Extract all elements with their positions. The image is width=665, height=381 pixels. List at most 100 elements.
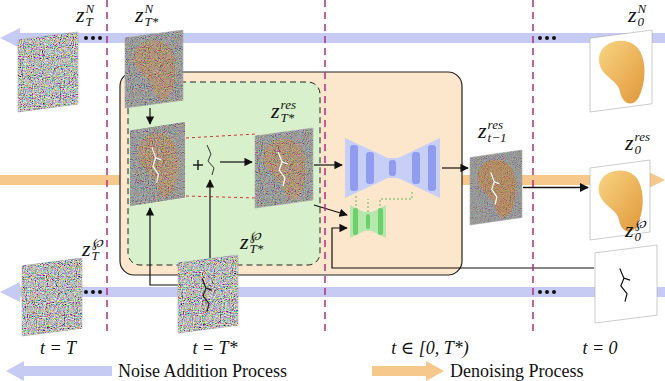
crack [278, 152, 288, 186]
time-label: t = 0 [582, 338, 617, 358]
legend-arrow [6, 361, 112, 381]
control-net-symbol [350, 205, 386, 238]
crack [620, 268, 630, 301]
unet-layer [350, 145, 358, 191]
latent-tile: zrest−1 [470, 150, 522, 225]
latent-symbol: z [76, 4, 85, 26]
latent-image [178, 255, 238, 333]
superscript: ℘ [635, 217, 646, 230]
script-stack: rest−1 [488, 118, 507, 144]
arrow [150, 208, 178, 285]
denoise-module [120, 72, 462, 275]
object-shape [599, 41, 645, 104]
tile-noise [18, 32, 78, 112]
unet-symbol [345, 138, 440, 198]
subscript: T* [145, 15, 159, 28]
flow-arrow [523, 187, 588, 188]
tile-noise [125, 30, 183, 108]
superscript: ℘ [250, 229, 264, 242]
script-stack: ℘0 [635, 217, 646, 243]
superscript: N [86, 2, 95, 15]
plus-symbol [197, 160, 199, 170]
tile-noise [22, 258, 82, 336]
crack [491, 173, 500, 205]
latent-tile: z℘T [22, 258, 82, 336]
latent-symbol: z [271, 100, 280, 122]
latent-label: zresT* [271, 98, 296, 124]
arrow [314, 164, 342, 165]
tile-noise [255, 128, 313, 208]
legend-arrow [372, 361, 444, 381]
tile-ground [590, 160, 650, 240]
latent-symbol: z [478, 120, 487, 142]
latent-image [470, 150, 522, 225]
time-divider [532, 0, 534, 336]
latent-tile: z℘0 [595, 245, 657, 323]
latent-label: zNT* [135, 2, 158, 28]
control-link [356, 194, 357, 206]
script-stack: resT* [281, 98, 296, 124]
crack [202, 278, 212, 311]
arrow [149, 108, 150, 124]
script-stack: ℘T [92, 236, 103, 262]
latent-tile: zN0 [590, 30, 652, 112]
time-divider [324, 0, 326, 336]
time-label: t = T* [192, 338, 237, 358]
script-stack: NT* [145, 2, 159, 28]
arrow [442, 167, 468, 168]
time-label: t ∈ [0, T*) [391, 338, 468, 358]
script-stack: res0 [635, 130, 650, 156]
latent-image [125, 30, 183, 108]
tile-noise [470, 150, 522, 225]
superscript: N [638, 2, 647, 15]
legend-item: Noise Addition Process [6, 361, 287, 381]
latent-label: z℘T* [240, 229, 263, 255]
unet-layer [366, 152, 374, 184]
latent-tile: zresT* [255, 128, 313, 208]
subscript: T* [250, 242, 264, 255]
superscript: res [281, 98, 296, 111]
subscript: 0 [635, 230, 646, 243]
unet-layer [412, 152, 420, 184]
script-stack: ℘T* [250, 229, 264, 255]
crack [152, 147, 161, 183]
crack [207, 145, 214, 175]
subscript: t−1 [488, 131, 507, 144]
arrow [220, 161, 252, 162]
subscript: 0 [635, 143, 650, 156]
tile-noise [178, 255, 238, 333]
latent-symbol: z [240, 231, 249, 253]
latent-tile: zNT [18, 32, 78, 112]
guide-line [186, 134, 256, 138]
latent-label: zNT [76, 2, 94, 28]
noise-band [18, 287, 665, 297]
tile-ground [590, 30, 652, 112]
noise-band [18, 33, 665, 43]
noise-band-head [0, 28, 20, 48]
legend-text: Noise Addition Process [118, 362, 287, 381]
control-net-layer [353, 208, 358, 235]
superscript: ℘ [92, 236, 103, 249]
legend-text: Denoising Process [450, 362, 584, 381]
tile-ground [178, 255, 238, 333]
latent-label: z℘T [82, 236, 103, 262]
subscript: T* [281, 111, 296, 124]
latent-image [595, 245, 657, 323]
tile-noise [130, 122, 185, 206]
unet-layer [428, 145, 436, 191]
unet-layer [389, 160, 396, 176]
arrow [332, 228, 594, 268]
latent-label: zN0 [628, 2, 646, 28]
tile-ground [22, 258, 82, 336]
latent-symbol: z [625, 219, 634, 241]
legend-item: Denoising Process [372, 361, 584, 381]
latent-tile: zNT* [125, 30, 183, 108]
fusion-region [128, 82, 320, 265]
latent-image [255, 128, 313, 208]
arrow [314, 205, 347, 215]
tile-ground [595, 245, 657, 323]
time-divider [106, 0, 108, 336]
